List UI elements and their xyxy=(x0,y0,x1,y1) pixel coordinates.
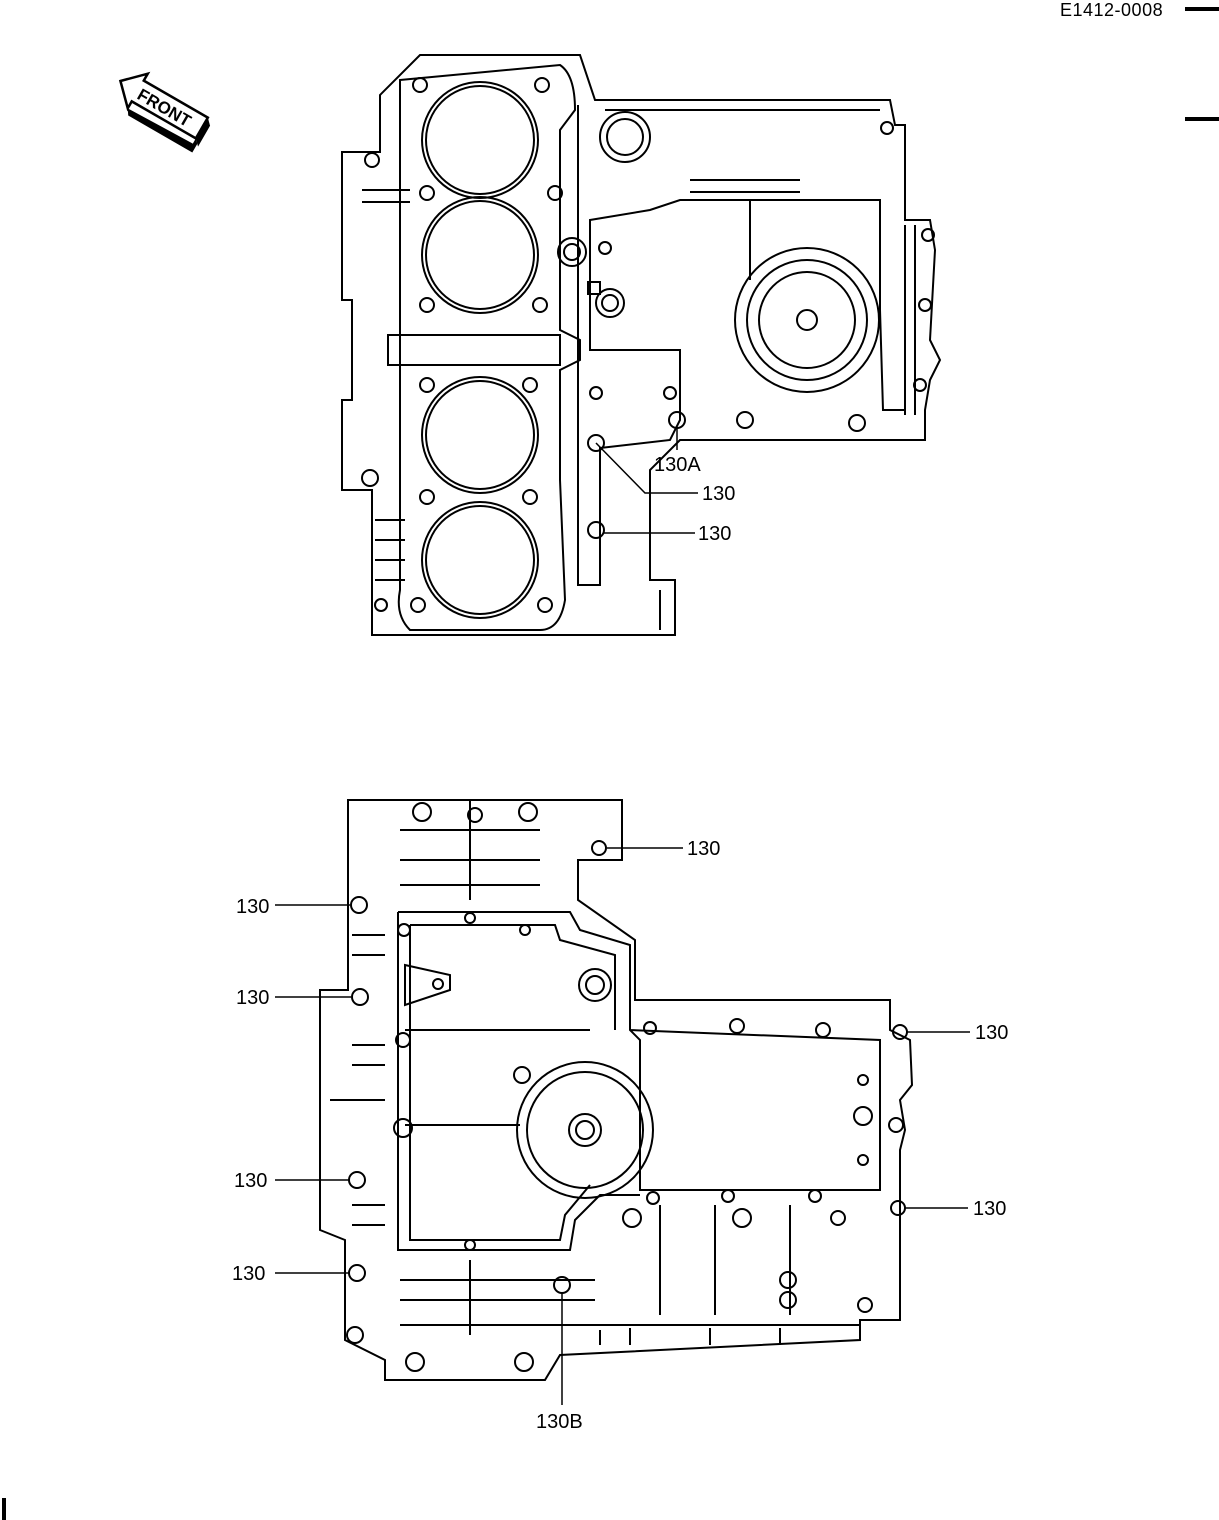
bolt-hole-130 xyxy=(348,1264,366,1282)
callout-130: 130 xyxy=(698,523,731,545)
cylinder-bore xyxy=(421,81,539,199)
bolt-hole-130 xyxy=(890,1200,906,1216)
bolt-hole-130 xyxy=(351,988,369,1006)
callout-130: 130 xyxy=(975,1022,1008,1044)
callout-130: 130 xyxy=(232,1263,265,1285)
lower-crankcase-drawing xyxy=(319,799,914,1381)
callout-130: 130 xyxy=(236,896,269,918)
clutch-cover-boss xyxy=(734,247,880,393)
bolt-hole-130 xyxy=(587,521,605,539)
bolt-hole-130 xyxy=(591,840,607,856)
cylinder-bore xyxy=(421,376,539,494)
callout-130: 130 xyxy=(234,1170,267,1192)
bolt-hole-130 xyxy=(348,1171,366,1189)
callout-130B: 130B xyxy=(536,1411,583,1433)
bolt-hole-130 xyxy=(587,434,605,452)
drawing-code: E1412-0008 xyxy=(1060,0,1164,20)
upper-crankcase-drawing xyxy=(341,54,942,636)
oil-pump-boss xyxy=(516,1061,654,1199)
callout-130: 130 xyxy=(687,838,720,860)
cylinder-bore xyxy=(421,501,539,619)
cylinder-bore xyxy=(421,196,539,314)
callout-labels: 130A 130 130 130 130 130 130 130 130 130… xyxy=(232,454,1008,1433)
callout-130: 130 xyxy=(973,1198,1006,1220)
callout-130: 130 xyxy=(236,987,269,1009)
bolt-hole-130 xyxy=(350,896,368,914)
front-arrow-icon: FRONT xyxy=(118,71,211,153)
callout-130A: 130A xyxy=(654,454,701,476)
callout-130: 130 xyxy=(702,483,735,505)
